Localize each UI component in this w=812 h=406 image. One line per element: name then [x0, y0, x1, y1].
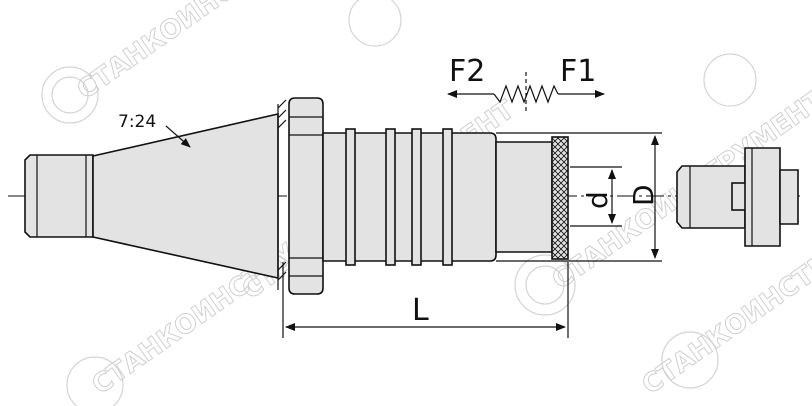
- groove-4: [442, 128, 453, 266]
- pull-stud: [24, 154, 94, 238]
- force-symbol: F2 F1: [447, 54, 605, 112]
- dimension-l-label: L: [412, 293, 429, 328]
- knurled-nut: [551, 136, 569, 260]
- nose: [495, 141, 553, 253]
- tap-adapter: [676, 147, 799, 247]
- dimension-length: L: [282, 262, 569, 338]
- watermark-logos: [41, 0, 757, 406]
- force-f2-label: F2: [449, 54, 485, 89]
- svg-text:СТАНКОИНСТРУМЕНТ: СТАНКОИНСТРУМЕНТ: [72, 0, 355, 106]
- taper-annotation: 7:24: [118, 112, 191, 148]
- dimension-outer-diameter: D: [496, 132, 662, 262]
- taper-label: 7:24: [118, 112, 156, 132]
- dimension-D-label: D: [627, 184, 660, 206]
- dimension-inner-diameter: d: [570, 166, 622, 227]
- flange: [288, 97, 324, 295]
- groove-3: [411, 128, 422, 266]
- dimension-d-label: d: [581, 191, 614, 209]
- groove-1: [345, 128, 356, 266]
- groove-2: [385, 128, 396, 266]
- force-f1-label: F1: [560, 54, 596, 89]
- taper-cone: [92, 112, 279, 279]
- tool-holder: [24, 97, 569, 295]
